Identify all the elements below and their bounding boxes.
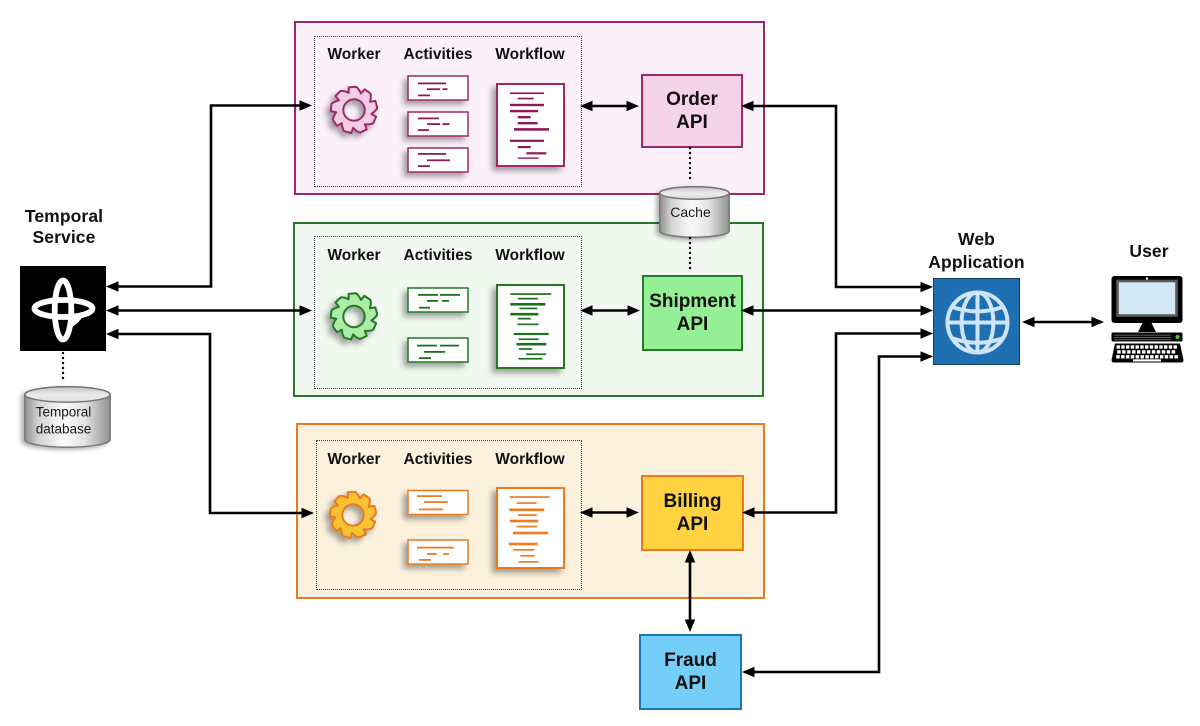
billing-api-box: Billing API (641, 475, 744, 551)
gear-icon (328, 490, 378, 540)
temporal-database-label: Temporal database (35, 404, 92, 437)
order-group-art (329, 75, 565, 173)
billing-group-art (328, 487, 565, 569)
billing-service-group: Worker Activities Workflow Billing API (296, 423, 765, 599)
activity-card (407, 337, 469, 363)
workflow-document (496, 284, 565, 369)
connector-fraud-web (742, 351, 933, 678)
workflow-document (496, 487, 565, 569)
user-label: User (1129, 241, 1169, 261)
shipment-api-box: Shipment API (642, 275, 743, 351)
computer-icon (1111, 275, 1184, 370)
gear-icon (329, 85, 379, 135)
billing-worker-label: Worker (327, 451, 381, 468)
connector-temporal-order (106, 100, 312, 292)
workflow-document (496, 83, 565, 167)
connector-web-user (1022, 316, 1104, 328)
connector-temporal-shipment (106, 305, 312, 316)
activity-card (407, 539, 469, 565)
temporal-database-cylinder (20, 384, 115, 459)
connector-shipment-web (741, 305, 933, 316)
fraud-api-box: Fraud API (639, 634, 742, 710)
shipment-activities-label: Activities (403, 247, 473, 264)
gear-icon (329, 292, 379, 341)
order-workflow-label: Workflow (495, 46, 565, 63)
shipment-workflow-label: Workflow (495, 247, 565, 264)
shipment-worker-label: Worker (327, 247, 381, 264)
billing-activities-label: Activities (403, 451, 473, 468)
activity-card (407, 287, 469, 313)
temporal-service-box (20, 266, 106, 351)
order-worker-area (314, 36, 582, 187)
web-application-box (933, 278, 1020, 365)
order-activities-label: Activities (403, 46, 473, 63)
order-worker-label: Worker (327, 46, 381, 63)
billing-workflow-label: Workflow (495, 451, 565, 468)
temporal-service-label: Temporal Service (24, 206, 104, 247)
activity-card (407, 75, 469, 101)
order-api-box: Order API (641, 74, 743, 148)
globe-icon (945, 290, 1010, 355)
order-service-group: Worker Activities Workflow Order API (294, 21, 765, 195)
web-application-label: Web Application (928, 229, 1025, 272)
activity-card (407, 111, 469, 137)
cache-cylinder (655, 184, 734, 249)
activity-card (407, 147, 469, 173)
connector-temporal-billing (106, 328, 314, 519)
cache-label: Cache (670, 204, 711, 220)
shipment-service-group: Worker Activities Workflow Shipment API (293, 222, 764, 397)
activity-card (407, 489, 469, 516)
shipment-group-art (329, 284, 565, 369)
connector-billing-web (742, 328, 933, 518)
temporal-logo-icon (31, 277, 96, 343)
